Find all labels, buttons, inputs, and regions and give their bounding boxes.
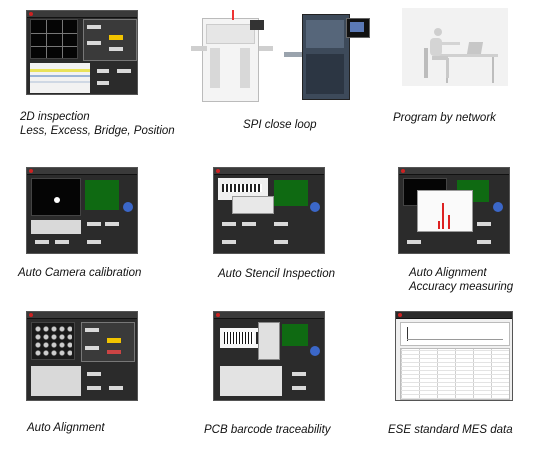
caption-spi-close-loop: SPI close loop	[243, 119, 317, 131]
caption-auto-alignment: Auto Alignment	[27, 422, 105, 434]
result-table	[30, 63, 90, 93]
caption-program-by-network: Program by network	[393, 112, 496, 124]
thumb-pcb-barcode	[213, 311, 325, 401]
mes-graph	[400, 322, 510, 346]
thumb-2d-inspection	[26, 10, 138, 95]
caption-2d-inspection: 2D inspection Less, Excess, Bridge, Posi…	[20, 111, 175, 137]
thumb-mes-data	[395, 311, 513, 401]
thumb-auto-stencil-inspection	[213, 167, 325, 254]
thumb-auto-camera-calibration	[26, 167, 138, 254]
stencil-image	[218, 178, 268, 200]
caption-mes-data: ESE standard MES data	[388, 424, 513, 436]
camera-grid	[31, 322, 75, 360]
caption-pcb-barcode: PCB barcode traceability	[204, 424, 331, 436]
thumb-alignment-accuracy	[398, 167, 510, 254]
accuracy-chart	[417, 190, 473, 232]
caption-auto-stencil-inspection: Auto Stencil Inspection	[218, 268, 335, 280]
mes-table	[400, 348, 510, 400]
dialog	[232, 196, 274, 214]
camera-view	[31, 178, 81, 216]
caption-auto-camera-calibration: Auto Camera calibration	[18, 267, 142, 279]
barcode-dialog	[258, 322, 280, 360]
network-programming-illustration	[402, 8, 508, 86]
spi-machines-photo	[188, 8, 380, 104]
camera-view	[30, 19, 78, 59]
caption-alignment-accuracy: Auto Alignment Accuracy measuring	[409, 267, 514, 293]
window-titlebar	[27, 11, 137, 18]
green-view	[85, 180, 119, 210]
thumb-auto-alignment	[26, 311, 138, 401]
